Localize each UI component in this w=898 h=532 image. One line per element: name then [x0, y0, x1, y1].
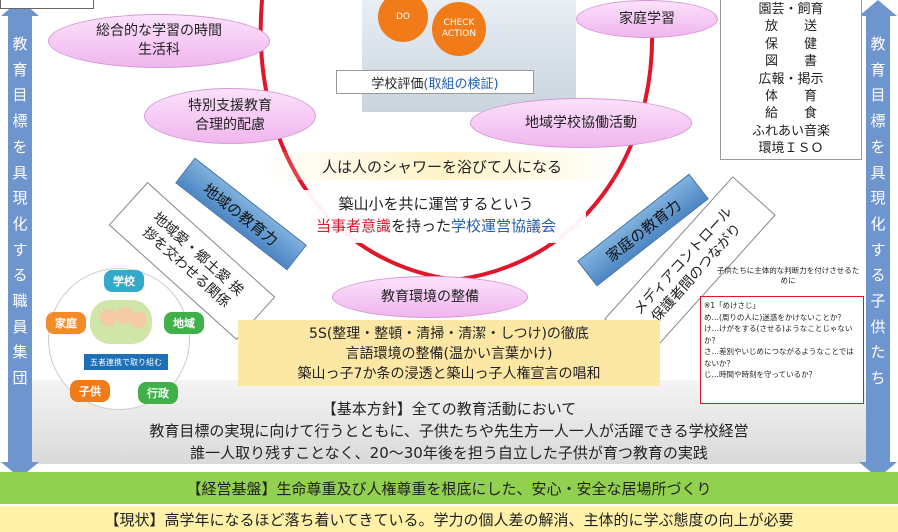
- collab-banner: 五者連携で取り組む: [84, 354, 168, 370]
- ellipse-sogo: 総合的な学習の時間 生活科: [48, 14, 270, 68]
- ellipse-chiiki: 地域学校協働活動: [470, 98, 692, 148]
- ellipse-chiiki-text: 地域学校協働活動: [525, 114, 637, 131]
- activity-item: 放 送: [764, 19, 817, 35]
- activity-item: 広報・掲示: [758, 71, 824, 87]
- do-gear-icon: DO: [378, 0, 428, 42]
- judgment-box: ※1「めけさじ」 め…(周りの人に)迷惑をかけないことか？ け…けがをする(させ…: [700, 296, 864, 404]
- collab-banner-text: 五者連携で取り組む: [90, 357, 162, 367]
- status-text: 【現状】高学年になるほど落ち着いてきている。学力の個人差の解消、主体的に学ぶ態度…: [104, 510, 794, 529]
- top-left-box: [0, 0, 94, 9]
- collab-admin: 行政: [138, 382, 178, 404]
- check-action-label: CHECK ACTION: [441, 18, 477, 39]
- policy-text: 【基本方針】全ての教育活動において 教育目標の実現に向けて行うとともに、子供たち…: [40, 398, 858, 464]
- activity-item: ふれあい音楽: [751, 123, 830, 139]
- yellow-line2: 言語環境の整備(温かい言葉かけ): [345, 346, 553, 362]
- activity-item: 環境ＩＳＯ: [758, 141, 824, 157]
- activity-item: 図 書: [764, 54, 817, 70]
- base-band: 【経営基盤】生命尊重及び人権尊重を根底にした、安心・安全な居場所づくり: [0, 472, 898, 504]
- collab-school-label: 学校: [113, 275, 135, 288]
- do-gear-label: DO: [395, 11, 410, 22]
- judgment-line: じ…時間や時刻を守っているか？: [704, 370, 817, 379]
- activity-item: 給 食: [764, 106, 817, 122]
- judgment-line: め…(周りの人に)迷惑をかけないことか？: [704, 312, 845, 322]
- judgment-title-text: 子供たちに主体的な判断力を付けさせるために: [716, 266, 860, 285]
- ellipse-kankyo: 教育環境の整備: [332, 276, 528, 318]
- left-staff-bar: 教育目標を具現化する職員集団: [1, 0, 39, 478]
- school-eval-prefix: 学校評価: [371, 76, 424, 92]
- right-children-bar: 教育目標を具現化する子供たち: [859, 0, 897, 478]
- judgment-line: さ…差別やいじめにつながるようなことではないか？: [704, 347, 854, 368]
- up-arrow-icon: [859, 0, 897, 16]
- ellipse-katei-text: 家庭学習: [619, 10, 675, 27]
- judgment-title: 子供たちに主体的な判断力を付けさせるために: [716, 266, 860, 286]
- school-eval-highlight: (取組の検証): [423, 76, 499, 92]
- yellow-line1: 5S(整理・整頓・清掃・清潔・しつけ)の徹底: [309, 326, 589, 342]
- right-bar-text: 教育目標を具現化する子供たち: [870, 35, 886, 388]
- council-box: 築山小を共に運営するという 当事者意識を持った学校運営協議会: [286, 190, 586, 243]
- judgment-line: け…けがをする(させる)ようなことじゃないか？: [704, 324, 853, 345]
- ellipse-tokubetsu-text: 特別支援教育 合理的配慮: [188, 98, 272, 133]
- ellipse-kankyo-text: 教育環境の整備: [381, 288, 479, 305]
- collab-child: 子供: [70, 380, 110, 402]
- collab-home-label: 家庭: [55, 317, 77, 330]
- collab-child-label: 子供: [79, 385, 101, 398]
- ellipse-katei: 家庭学習: [576, 0, 718, 38]
- ellipse-tokubetsu: 特別支援教育 合理的配慮: [144, 88, 316, 144]
- council-line2: 当事者意識を持った学校運営協議会: [286, 215, 586, 237]
- ellipse-sogo-text: 総合的な学習の時間 生活科: [96, 23, 222, 58]
- judgment-line: ※1「めけさじ」: [704, 301, 761, 310]
- collab-admin-label: 行政: [147, 387, 169, 400]
- activities-list: 園芸・飼育 放 送 保 健 図 書 広報・掲示 体 育 給 食 ふれあい音楽 環…: [720, 0, 862, 160]
- collab-home: 家庭: [46, 312, 86, 334]
- people-illustration-icon: [90, 300, 152, 344]
- base-text: 【経営基盤】生命尊重及び人権尊重を根底にした、安心・安全な居場所づくり: [186, 479, 712, 498]
- yellow-5s-box: 5S(整理・整頓・清掃・清潔・しつけ)の徹底 言語環境の整備(温かい言葉かけ) …: [238, 320, 660, 386]
- check-action-gear-icon: CHECK ACTION: [432, 2, 486, 56]
- council-red: 当事者意識: [315, 217, 391, 235]
- council-mid: を持った: [390, 217, 451, 235]
- collab-school: 学校: [104, 270, 144, 292]
- activity-item: 体 育: [764, 89, 817, 105]
- council-line1: 築山小を共に運営するという: [338, 195, 534, 213]
- policy-line2: 教育目標の実現に向けて行うとともに、子供たちや先生方一人一人が活躍できる学校経営: [149, 422, 749, 440]
- activity-item: 園芸・飼育: [758, 2, 824, 17]
- council-blue: 学校運営協議会: [451, 217, 557, 235]
- activity-item: 保 健: [764, 36, 817, 52]
- shower-text: 人は人のシャワーを浴びて人になる: [321, 157, 562, 176]
- shower-banner: 人は人のシャワーを浴びて人になる: [262, 152, 622, 180]
- school-eval-label: 学校評価(取組の検証): [336, 70, 534, 94]
- policy-line3: 誰一人取り残すことなく、20～30年後を担う自立した子供が育つ教育の実践: [190, 444, 708, 462]
- yellow-line3: 築山っ子7か条の浸透と築山っ子人権宣言の唱和: [297, 366, 601, 382]
- left-bar-text: 教育目標を具現化する職員集団: [12, 35, 28, 388]
- collab-community: 地域: [164, 312, 204, 334]
- policy-line1: 【基本方針】全ての教育活動において: [321, 400, 577, 418]
- status-band: 【現状】高学年になるほど落ち着いてきている。学力の個人差の解消、主体的に学ぶ態度…: [0, 506, 898, 532]
- collab-community-label: 地域: [173, 317, 195, 330]
